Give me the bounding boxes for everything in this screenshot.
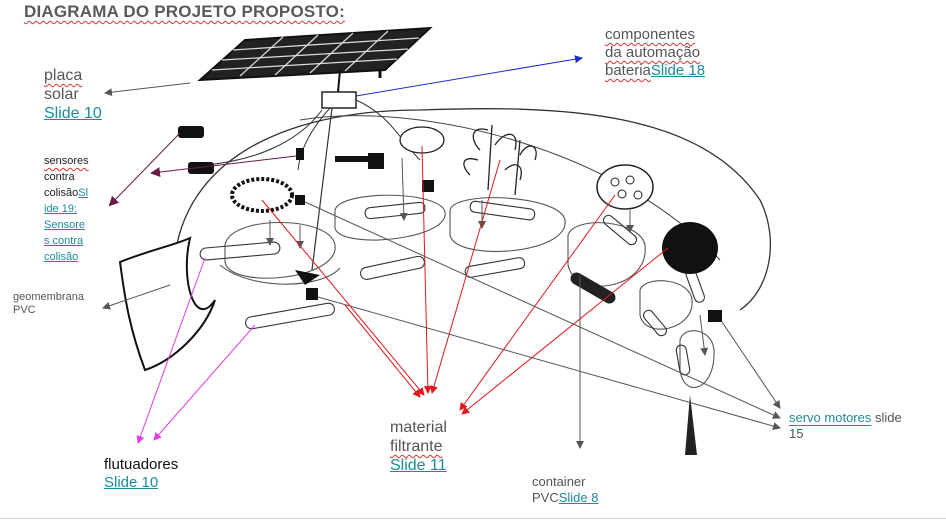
placa-solar-slide-link[interactable]: Slide 10 — [44, 105, 102, 123]
placa-solar-line2: solar — [44, 86, 79, 104]
material-slide-link[interactable]: Slide 11 — [390, 457, 447, 475]
label-flutuadores: flutuadores Slide 10 — [104, 456, 178, 492]
componentes-slide-link[interactable]: Slide 18 — [650, 62, 706, 79]
placa-solar-line1: placa — [44, 67, 83, 84]
container-line2: PVC — [532, 489, 559, 505]
servo-text2: 15 — [789, 425, 804, 441]
sensor-sketches — [178, 126, 722, 322]
flutuadores-text: flutuadores — [104, 456, 179, 473]
servo-motores-link[interactable]: servo motores — [789, 410, 872, 425]
sensores-link-part-4[interactable]: s contra — [44, 235, 84, 247]
sensores-link-part-5[interactable]: colisão — [44, 251, 79, 263]
control-box-sketch — [321, 91, 357, 109]
filter-material-sketches — [230, 126, 718, 455]
flutuadores-slide-link[interactable]: Slide 10 — [104, 474, 159, 491]
geomembrane-sketch — [118, 236, 216, 372]
label-servo-motores: servo motores slide 15 — [789, 410, 902, 441]
sensores-link-part-2[interactable]: ide 19: — [44, 203, 78, 215]
label-placa-solar: placa solar Slide 10 — [44, 66, 102, 124]
geomembrana-line1: geomembrana — [13, 291, 84, 303]
componentes-line3: bateria — [605, 62, 651, 79]
sensores-line3: colisão — [44, 187, 79, 199]
sensores-link-part-1[interactable]: Sl — [78, 187, 89, 199]
label-componentes: componentes da automação bateriaSlide 18 — [605, 26, 705, 80]
container-chambers-sketch — [219, 194, 715, 388]
geomembrana-line2: PVC — [13, 304, 36, 317]
componentes-line1: componentes — [605, 26, 696, 43]
label-geomembrana: geomembrana PVC — [13, 291, 84, 317]
material-line2: filtrante — [390, 438, 443, 456]
label-material-filtrante: material filtrante Slide 11 — [390, 418, 447, 476]
page-title: DIAGRAMA DO PROJETO PROPOSTO: — [24, 2, 345, 21]
bottom-divider — [0, 518, 946, 519]
servo-text1: slide — [871, 410, 902, 425]
material-line1: material — [390, 419, 447, 436]
label-sensores: sensores contra colisãoSl ide 19: Sensor… — [44, 153, 89, 265]
label-container: container PVCSlide 8 — [532, 474, 598, 505]
plant-sketches — [463, 124, 537, 196]
sensores-link-part-3[interactable]: Sensore — [44, 219, 85, 231]
container-slide-link[interactable]: Slide 8 — [558, 489, 599, 505]
sensores-line1: sensores — [44, 155, 89, 167]
componentes-line2: da automação — [605, 44, 701, 61]
sensores-line2: contra — [44, 171, 75, 183]
solar-panel-sketch — [197, 26, 433, 93]
container-line1: container — [532, 474, 586, 489]
hull-outline-sketch — [174, 108, 772, 311]
